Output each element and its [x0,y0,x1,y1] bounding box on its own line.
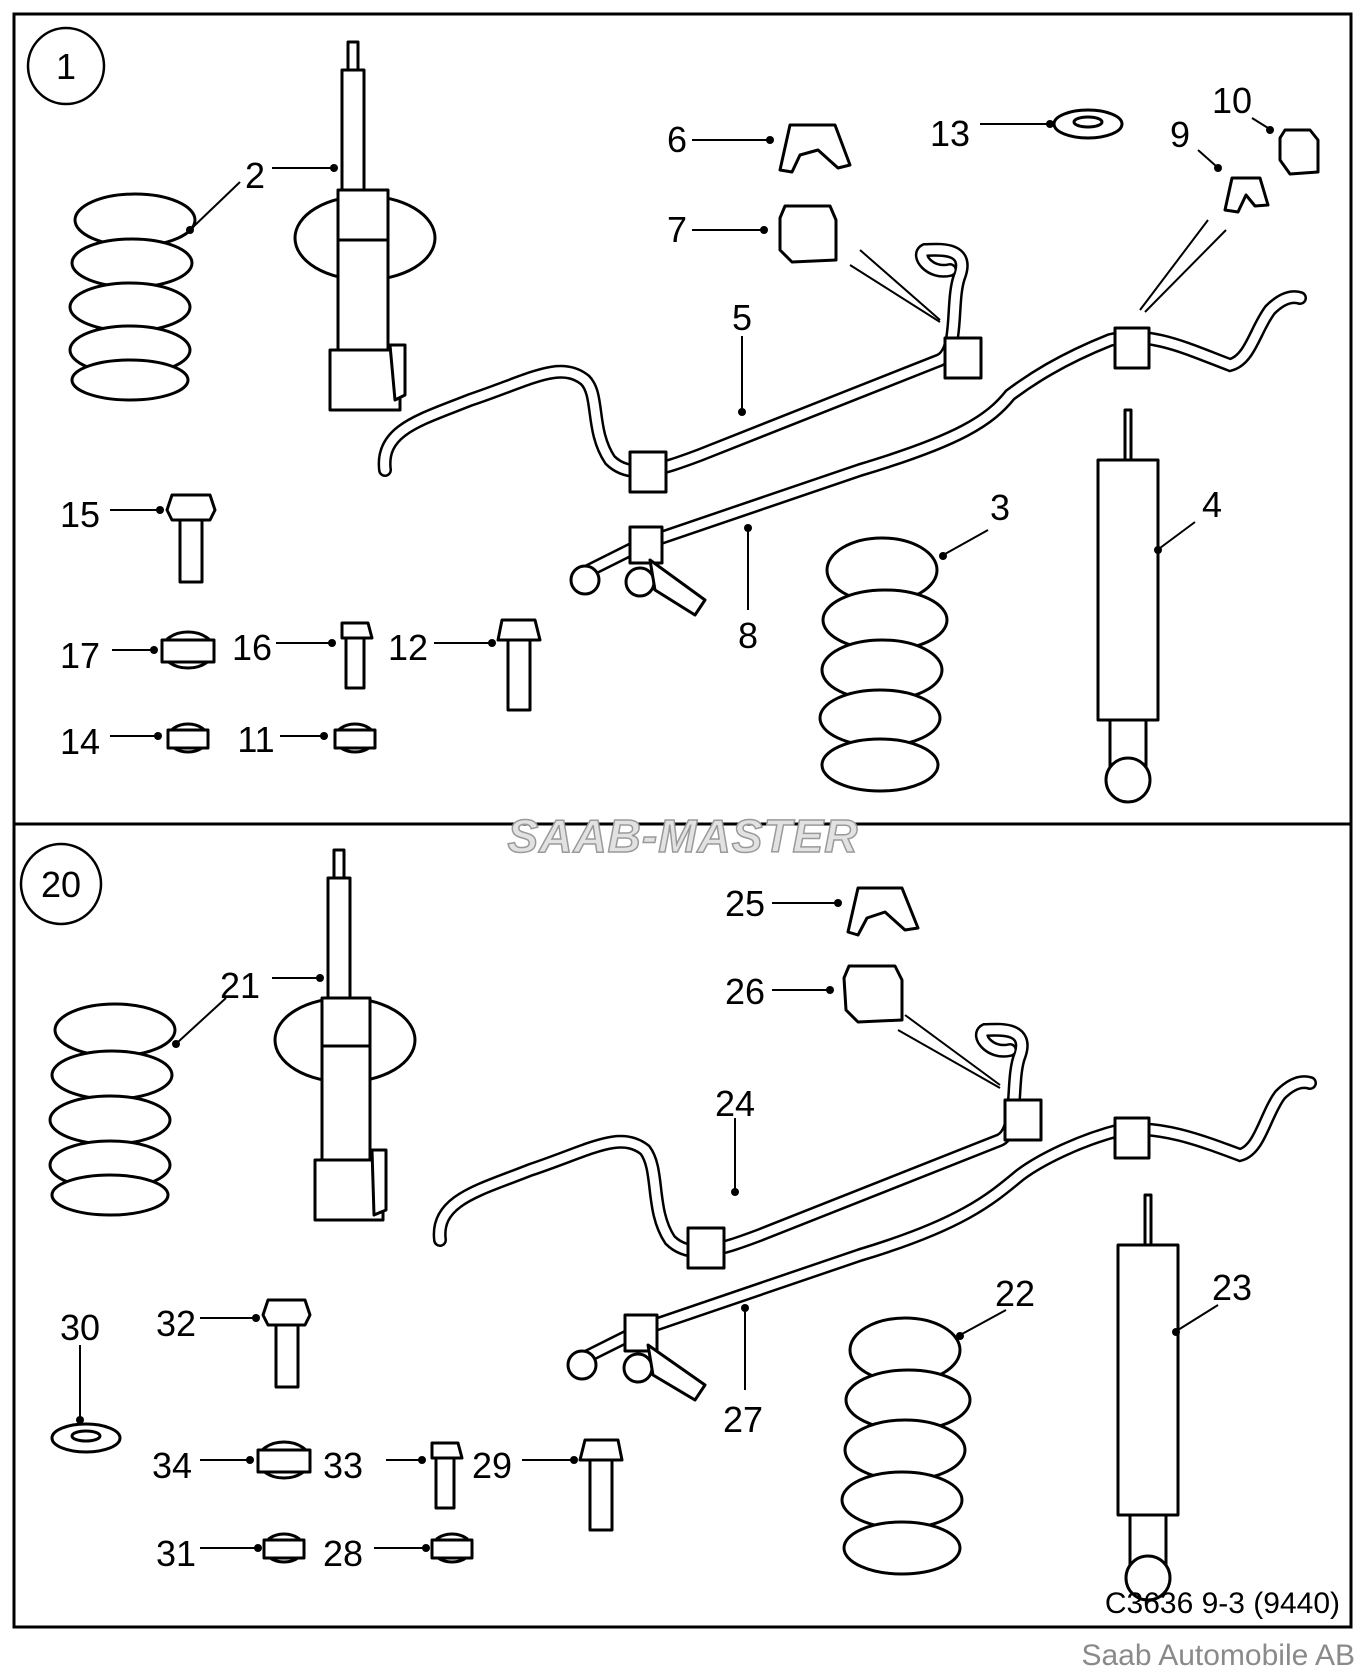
callout-21: 21 [220,965,260,1006]
rear-coil-spring-20 [840,1316,972,1576]
rear-coil-spring [818,536,949,793]
callout-34: 34 [152,1445,192,1486]
svg-text:1: 1 [56,46,76,87]
callout-32: 32 [156,1303,196,1344]
callout-3: 3 [990,487,1010,528]
drawing-code: C3636 9-3 (9440) [1105,1587,1340,1620]
rear-shock-absorber-20 [1116,1193,1180,1602]
callout-27: 27 [723,1399,763,1440]
callout-8: 8 [738,615,758,656]
rear-shock-absorber [1096,408,1160,804]
bolt-29 [578,1438,624,1532]
callout-12: 12 [388,627,428,668]
panel-frame-bottom [12,822,1353,1629]
callout-33: 33 [323,1445,363,1486]
svg-text:20: 20 [41,864,81,905]
callout-11: 11 [237,719,274,760]
washer-13-hole [1072,115,1104,129]
callout-4: 4 [1202,484,1222,525]
stabiliser-bush-front [778,204,838,264]
stabiliser-clamp-front-20 [846,886,920,937]
callout-30: 30 [60,1307,100,1348]
callout-31: 31 [156,1533,196,1574]
callout-23: 23 [1212,1267,1252,1308]
front-strut [293,40,437,412]
group-marker-1: 1 [26,26,106,106]
rear-stabiliser-bar-20 [566,1075,1317,1402]
callout-7: 7 [667,209,687,250]
watermark: SAAB-MASTER [508,810,859,862]
callout-9: 9 [1170,114,1190,155]
callout-25: 25 [725,883,765,924]
callout-6: 6 [667,119,687,160]
bolt-12 [496,618,542,712]
bolt-16 [340,621,374,690]
front-strut-20 [273,848,417,1222]
nut-14 [166,722,210,754]
callout-17: 17 [60,635,100,676]
bolt-33 [430,1441,464,1510]
stabiliser-bush-rear [1278,128,1320,176]
callout-leaders [76,117,1274,1552]
stabiliser-clamp-rear [1223,176,1270,214]
stabiliser-bush-front-20 [842,964,904,1024]
callout-24: 24 [715,1083,755,1124]
callout-2: 2 [245,155,265,196]
nut-31 [262,1532,306,1564]
front-coil-spring-20 [48,1002,177,1217]
rear-stabiliser-bar [569,290,1307,617]
front-coil-spring [68,192,197,402]
callout-14: 14 [60,721,100,762]
callout-26: 26 [725,971,765,1012]
callout-13: 13 [930,113,970,154]
callout-5: 5 [732,297,752,338]
callout-22: 22 [995,1273,1035,1314]
nut-11 [333,722,377,754]
bolt-15 [165,493,217,584]
group-marker-20: 20 [19,842,103,926]
callout-15: 15 [60,494,100,535]
stabiliser-clamp-front [778,123,852,174]
bolt-32 [261,1298,312,1389]
callout-28: 28 [323,1533,363,1574]
washer-30-hole [70,1429,102,1443]
callout-10: 10 [1212,80,1252,121]
nut-34 [256,1440,312,1480]
copyright-credit: Saab Automobile AB [1081,1639,1355,1672]
front-stabiliser-bar [377,242,983,494]
callout-16: 16 [232,627,272,668]
callout-29: 29 [472,1445,512,1486]
nut-28 [430,1532,474,1564]
nut-17 [160,630,216,670]
front-stabiliser-bar-20 [432,1022,1043,1270]
